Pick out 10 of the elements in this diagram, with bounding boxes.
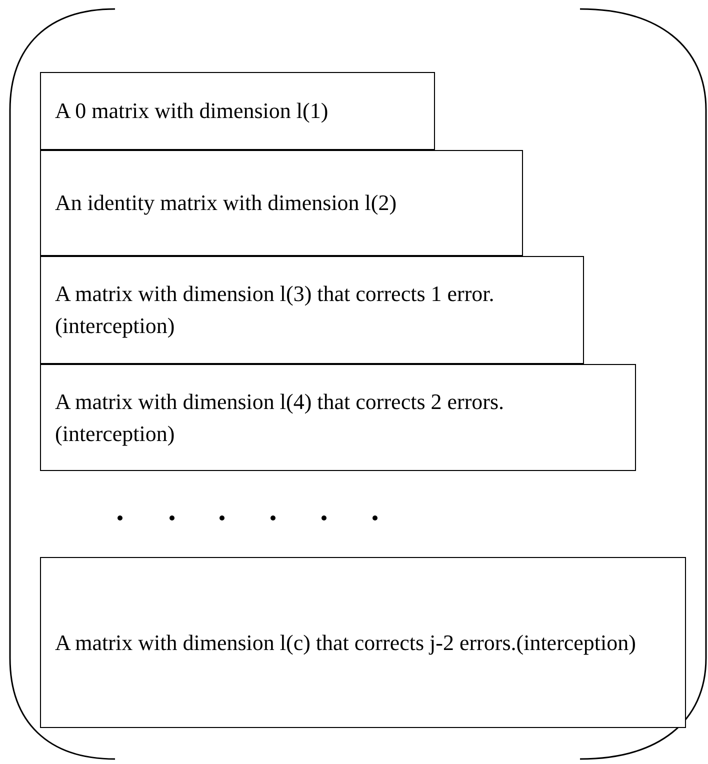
- box-text: An identity matrix with dimension l(2): [55, 189, 397, 217]
- box-text: A 0 matrix with dimension l(1): [55, 97, 328, 125]
- text-box: [40, 364, 636, 471]
- text-box: [40, 150, 523, 256]
- text-box: [40, 256, 584, 364]
- box-text: A matrix with dimension l(c) that corrects j-2 errors.(interception): [55, 628, 636, 657]
- text-box: [40, 72, 435, 150]
- box-text: A matrix with dimension l(4) that corrects 2 errors.(interception): [55, 388, 506, 448]
- text-box: [40, 557, 686, 728]
- box-text: A matrix with dimension l(3) that corrects 1 error.(interception): [55, 280, 496, 340]
